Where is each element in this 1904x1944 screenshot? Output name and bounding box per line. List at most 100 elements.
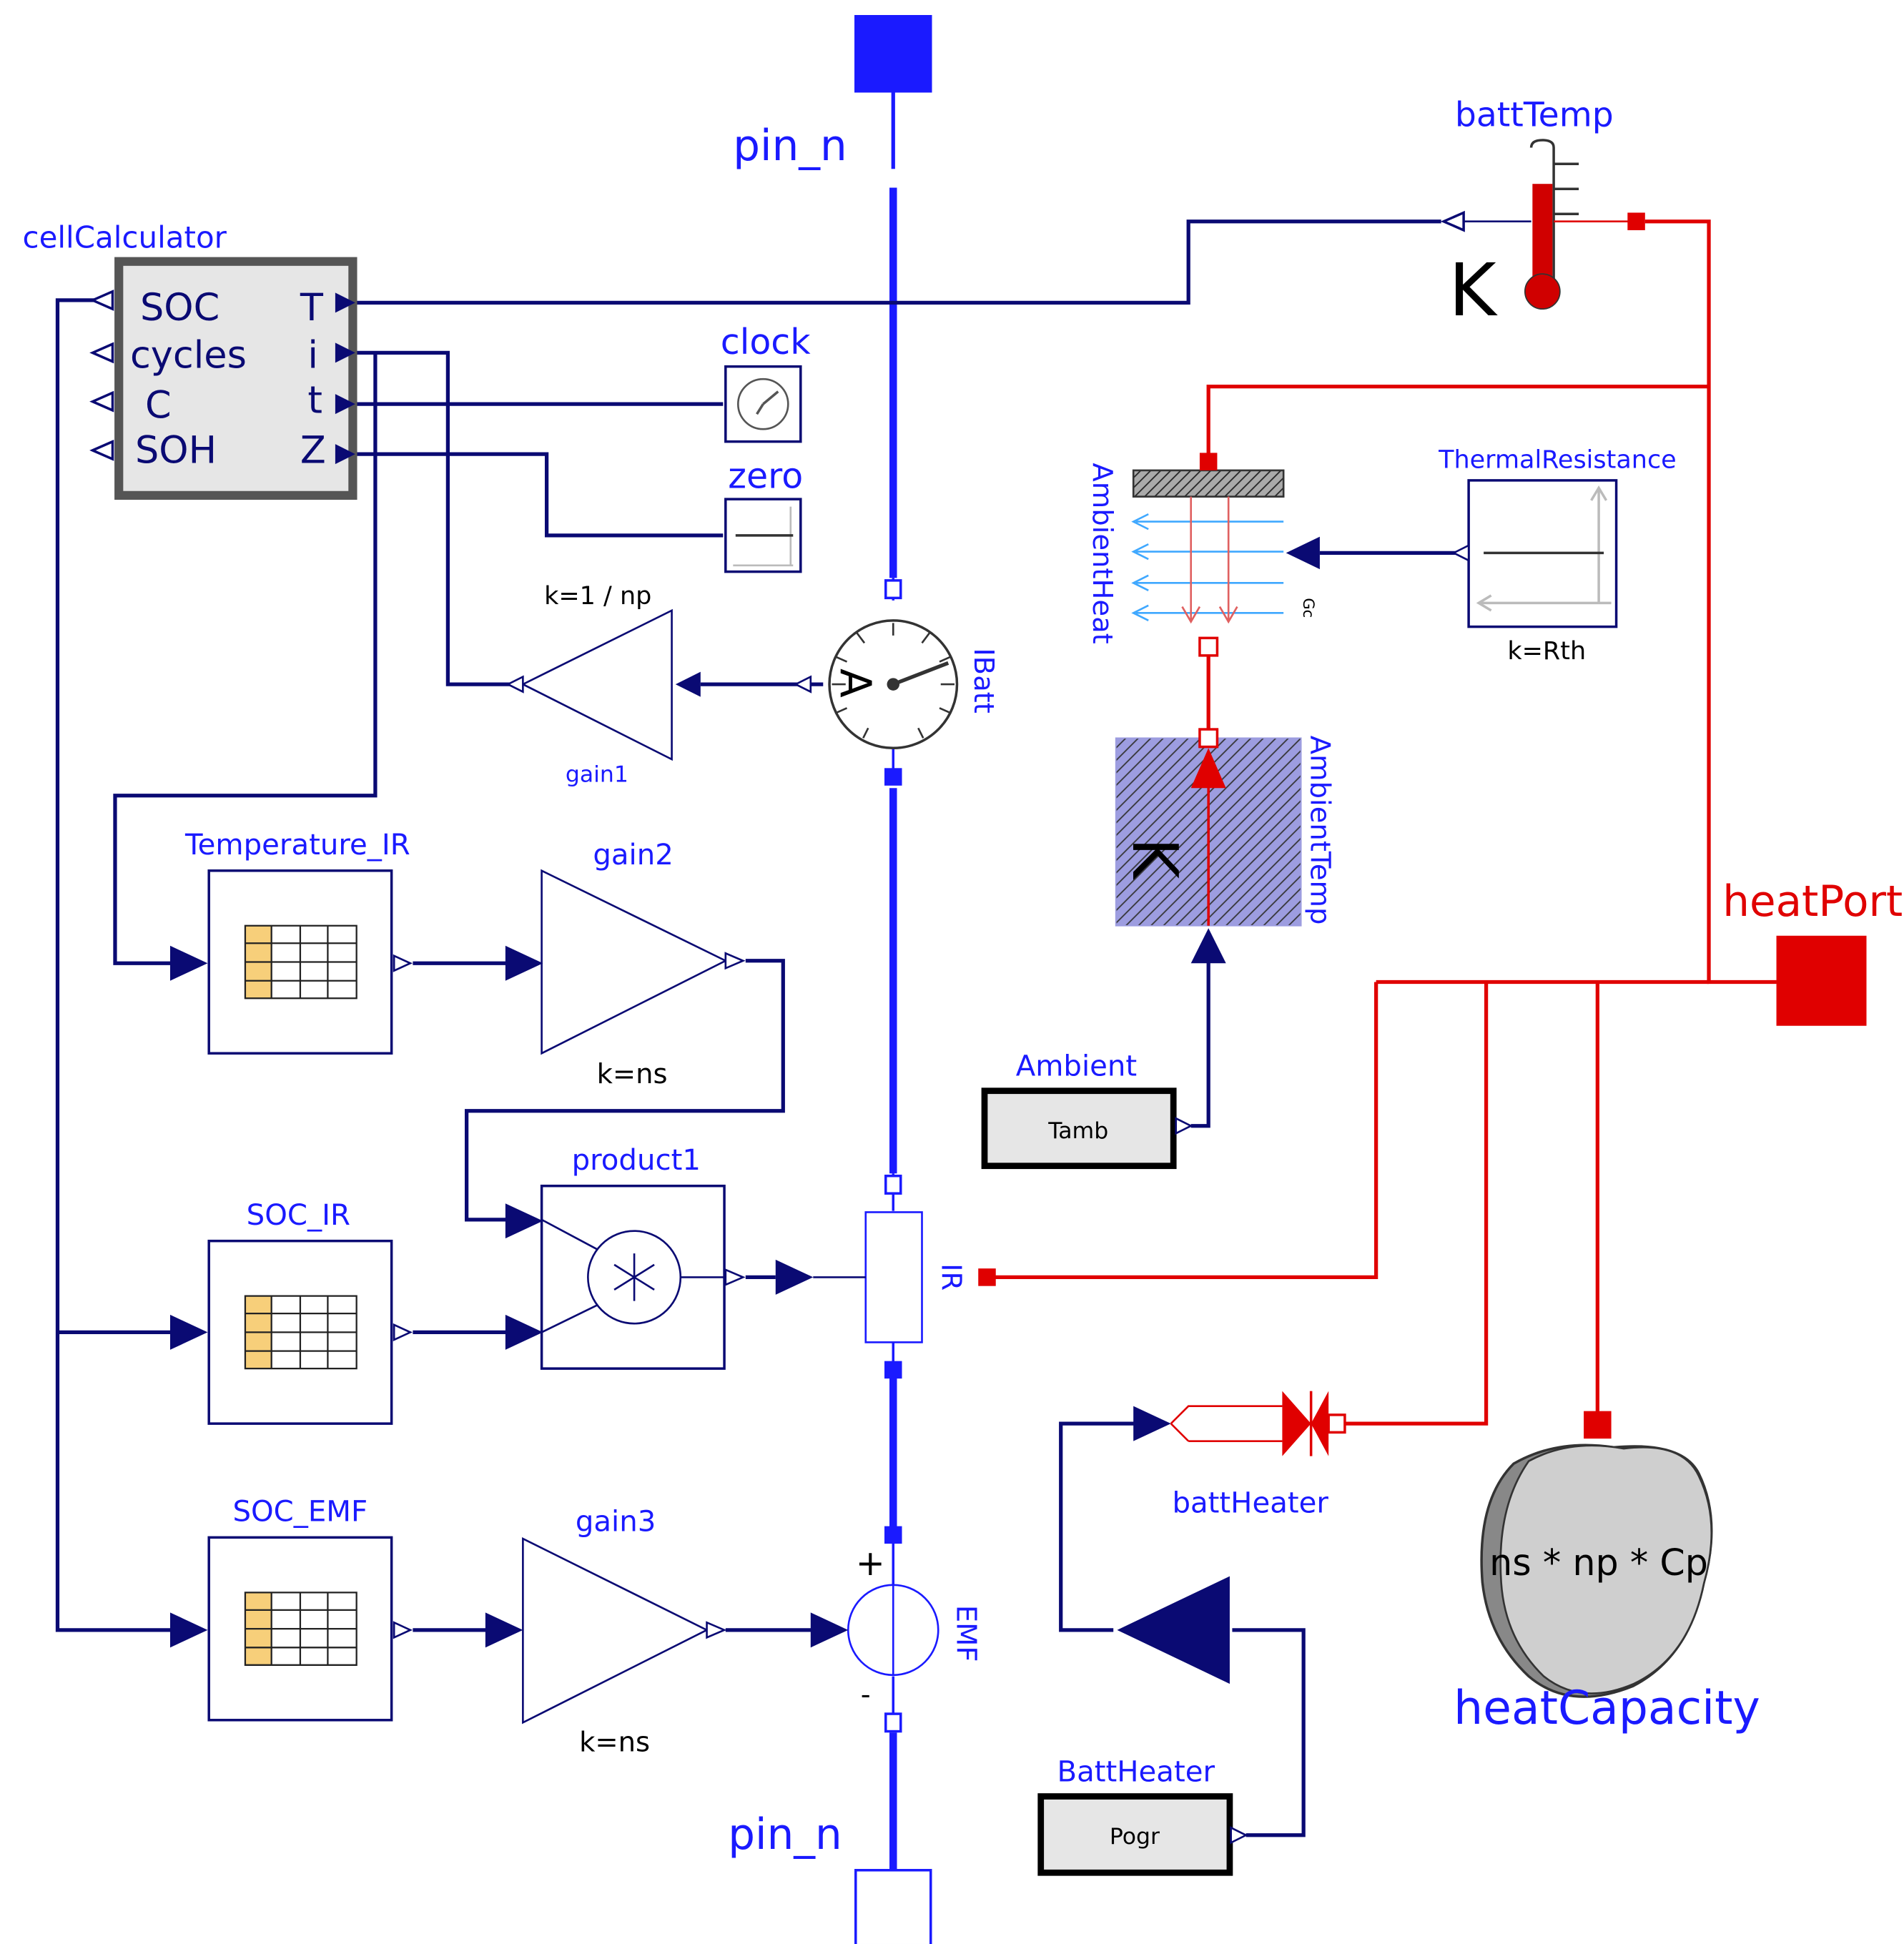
batt-heater-component-label: battHeater (1172, 1486, 1328, 1519)
heat-port-connector[interactable] (1776, 935, 1867, 1026)
ambient-heat-gc-input (1286, 536, 1320, 570)
emf-label: EMF (949, 1605, 982, 1662)
input-t-time-label: t (307, 378, 322, 422)
ibatt-label: IBatt (967, 648, 1000, 714)
pin-n-top-connector[interactable] (854, 15, 932, 93)
ambient-temp-kelvin: K (1118, 838, 1191, 881)
k-gain3-label: k=ns (579, 1727, 650, 1759)
ir-pin-p[interactable] (884, 1174, 902, 1195)
gain3-triangle[interactable] (522, 1536, 709, 1725)
zero-block[interactable] (724, 498, 802, 573)
soc-ir-label: SOC_IR (247, 1199, 350, 1232)
ir-resistor[interactable] (864, 1211, 923, 1343)
soc-emf-output-port (393, 1621, 413, 1639)
signal-wires (55, 219, 1458, 1837)
soc-emf-label: SOC_EMF (232, 1496, 368, 1529)
gain3-input-port (485, 1612, 523, 1648)
output-soc-label: SOC (140, 286, 219, 330)
soc-ir-table-block[interactable] (207, 1239, 393, 1425)
thermal-resistance-label: ThermalResistance (1438, 445, 1677, 474)
thermal-wires (993, 219, 1777, 1426)
soc-emf-table-block[interactable] (207, 1536, 393, 1722)
ambient-heat-label: AmbientHeat (1086, 463, 1118, 643)
ibatt-output-port (793, 675, 812, 694)
gain1-triangle[interactable] (521, 608, 673, 761)
product1-output-port (724, 1268, 746, 1286)
ibatt-ammeter[interactable]: A (828, 619, 959, 750)
ibatt-pin-p[interactable] (884, 579, 902, 600)
cell-calculator-output-ports (89, 290, 114, 461)
ambient-temp-input-port (1190, 928, 1226, 964)
heat-capacity-port[interactable] (1584, 1411, 1612, 1439)
emf-pin-p[interactable] (884, 1526, 902, 1544)
product1-input1-port (505, 1203, 543, 1239)
ambient-temp-port[interactable] (1198, 728, 1219, 749)
input-z-label: Z (300, 428, 326, 472)
clock-block[interactable] (724, 365, 802, 443)
product1-block[interactable] (540, 1184, 726, 1370)
batt-heater-block[interactable] (1037, 1793, 1233, 1876)
gain2-input-port (505, 945, 543, 981)
batt-heater-output-port (1230, 1826, 1248, 1845)
ambient-heat-arrows (1131, 513, 1284, 622)
heat-port-label: heatPort (1722, 877, 1903, 927)
gain3-output-port (706, 1621, 727, 1639)
ammeter-letter: A (830, 668, 879, 698)
ir-pin-n[interactable] (884, 1361, 902, 1379)
gain2-label: gain2 (593, 839, 673, 872)
batt-heater-block-label: BattHeater (1057, 1756, 1215, 1789)
product1-label: product1 (572, 1144, 701, 1177)
gain1-label: gain1 (566, 762, 628, 788)
soc-emf-input-port (169, 1612, 208, 1648)
ambient-output-port (1175, 1117, 1193, 1135)
clock-label: clock (721, 322, 811, 362)
pin-n-top-label: pin_n (733, 122, 847, 171)
batt-temp-thermometer-icon[interactable] (1524, 139, 1633, 310)
batt-heater-input-port (1133, 1406, 1171, 1441)
soc-ir-output-port (393, 1323, 413, 1341)
pin-n-bottom-connector[interactable] (854, 1869, 932, 1944)
ambient-heat-plate (1132, 469, 1285, 498)
product1-input2-port (505, 1314, 543, 1350)
emf-input-port (810, 1612, 849, 1648)
tamb-label: Tamb (1047, 1118, 1108, 1144)
thermal-resistance-block[interactable] (1467, 479, 1618, 628)
heat-capacity-body[interactable] (1480, 1444, 1713, 1698)
input-i-label: i (307, 333, 318, 377)
gain2-triangle[interactable] (541, 869, 728, 1055)
ir-heat-port[interactable] (978, 1268, 996, 1286)
ir-control-input-port (775, 1259, 814, 1295)
heat-capacity-label: heatCapacity (1454, 1682, 1760, 1735)
batt-heater-gain-triangle[interactable] (1117, 1576, 1230, 1684)
cell-calculator-input-ports (335, 292, 355, 465)
gain1-input-port (675, 671, 701, 697)
ambient-heat-port-bottom[interactable] (1198, 636, 1219, 657)
batt-heater-component[interactable] (1170, 1391, 1346, 1456)
thermal-resistance-output-port (1451, 543, 1470, 562)
ibatt-pin-n[interactable] (884, 768, 902, 786)
cell-calculator-block[interactable] (114, 257, 357, 500)
emf-minus: - (861, 1679, 871, 1711)
batt-temp-label: battTemp (1455, 96, 1614, 135)
gain1-output-port (505, 675, 524, 694)
k-gain1-label: k=1 / np (544, 582, 651, 611)
ambient-temp-label: AmbientTemp (1304, 736, 1336, 925)
ambient-block[interactable] (981, 1087, 1177, 1170)
temperature-ir-table-block[interactable] (207, 869, 393, 1055)
pin-n-bottom-label: pin_n (728, 1810, 842, 1860)
ambient-heat-red-arrows (1181, 496, 1238, 624)
batt-temp-heat-port[interactable] (1627, 212, 1645, 230)
gain2-output-port (724, 952, 746, 970)
temperature-ir-output-port (393, 954, 413, 972)
output-cycles-label: cycles (130, 333, 247, 377)
ambient-heat-port-top[interactable] (1199, 453, 1218, 470)
output-soh-label: SOH (135, 428, 217, 472)
k-rth-label: k=Rth (1507, 637, 1586, 666)
ir-label: IR (935, 1263, 967, 1291)
emf-pin-n[interactable] (884, 1712, 902, 1733)
soc-ir-input-port (169, 1314, 208, 1350)
emf-plus: + (856, 1543, 885, 1584)
batt-temp-output-port (1440, 210, 1465, 232)
heat-capacity-expression: ns * np * Cp (1489, 1541, 1708, 1584)
